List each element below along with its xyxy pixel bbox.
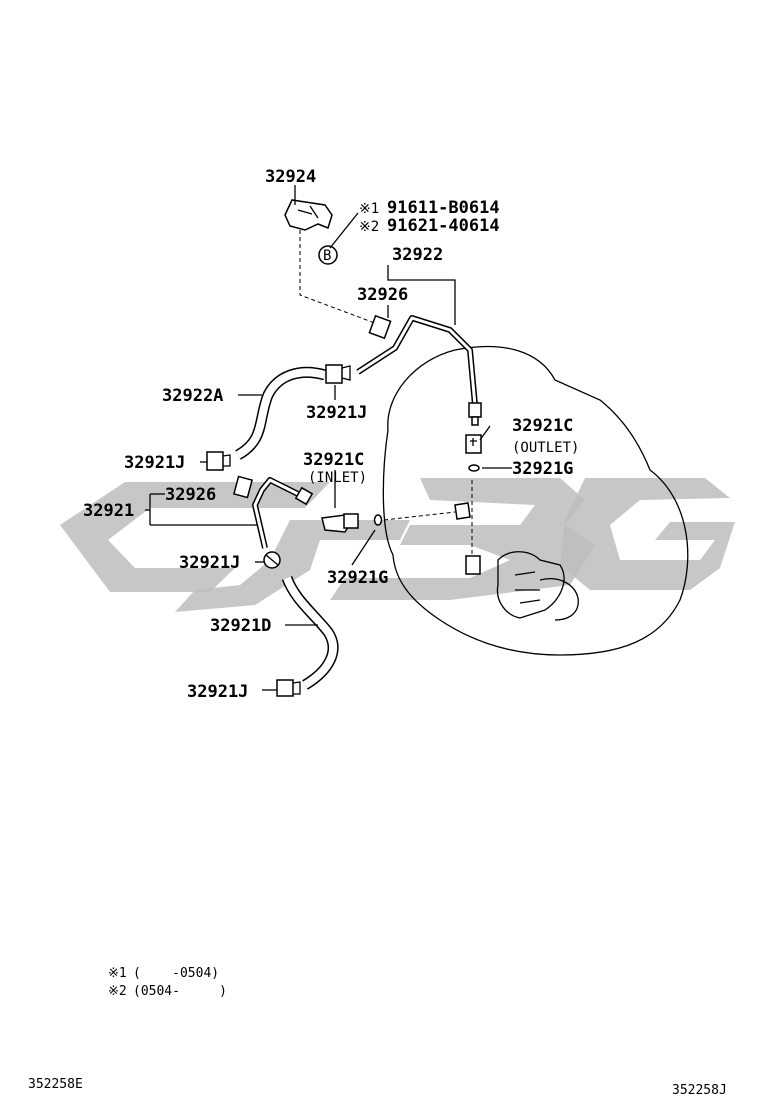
transmission-port xyxy=(465,555,481,575)
label-32922a: 32922A xyxy=(162,386,223,406)
washer-32921G xyxy=(468,464,480,472)
sleeve-32926-low xyxy=(232,475,254,499)
label-32924: 32924 xyxy=(265,167,316,187)
watermark-letter-g xyxy=(560,478,735,590)
label-32921j-b: 32921J xyxy=(124,453,185,473)
hose-clamp-c xyxy=(263,551,281,569)
fitting-outlet xyxy=(465,434,482,472)
footer-code-right: 352258J xyxy=(672,1083,727,1098)
label-32921c-inlet: 32921C xyxy=(303,450,364,470)
hose-32921D xyxy=(281,575,339,690)
hose-32922A xyxy=(235,366,327,460)
leader-lines xyxy=(145,185,512,691)
pipe-32921 xyxy=(232,475,314,549)
label-32922: 32922 xyxy=(392,245,443,265)
label-b: B xyxy=(323,248,331,264)
sleeve-32926-top xyxy=(368,314,392,340)
washer-low xyxy=(373,514,383,526)
transmission-housing xyxy=(382,345,689,656)
watermark-letter-j xyxy=(175,520,410,612)
mark-2: ※2 xyxy=(359,219,379,235)
clamp-32924 xyxy=(284,199,338,265)
label-inlet: (INLET) xyxy=(308,470,367,486)
label-32921j-c: 32921J xyxy=(179,553,240,573)
watermark-letter-b xyxy=(330,478,595,600)
label-32921: 32921 xyxy=(83,501,134,521)
hose-clamp-b xyxy=(206,451,231,471)
fitting-inlet xyxy=(321,502,471,533)
label-32921j-a: 32921J xyxy=(306,403,367,423)
label-32921c-outlet: 32921C xyxy=(512,416,573,436)
label-32921d: 32921D xyxy=(210,616,271,636)
hose-clamp-d xyxy=(276,679,301,697)
bolt-b-symbol xyxy=(318,245,338,265)
label-32921g-low: 32921G xyxy=(327,568,388,588)
dashed-leaders xyxy=(299,230,473,556)
label-32921g-right: 32921G xyxy=(512,459,573,479)
mark-1: ※1 xyxy=(359,201,379,217)
watermark-letter-c xyxy=(60,482,330,592)
pipe-32922 xyxy=(356,315,482,426)
watermark xyxy=(60,478,735,612)
note-mark-2: ※2 xyxy=(108,984,127,999)
label-32926-top: 32926 xyxy=(357,285,408,305)
label-91611-b0614: 91611-B0614 xyxy=(387,198,500,218)
label-91621-40614: 91621-40614 xyxy=(387,216,500,236)
label-32926-low: 32926 xyxy=(165,485,216,505)
note-range-2: (0504- ) xyxy=(133,984,227,999)
footer-code-left: 352258E xyxy=(28,1077,83,1092)
label-32921j-d: 32921J xyxy=(187,682,248,702)
label-outlet: (OUTLET) xyxy=(512,440,579,456)
hose-clamp-a xyxy=(325,364,351,384)
note-mark-1: ※1 xyxy=(108,966,127,981)
note-range-1: ( -0504) xyxy=(133,966,219,981)
